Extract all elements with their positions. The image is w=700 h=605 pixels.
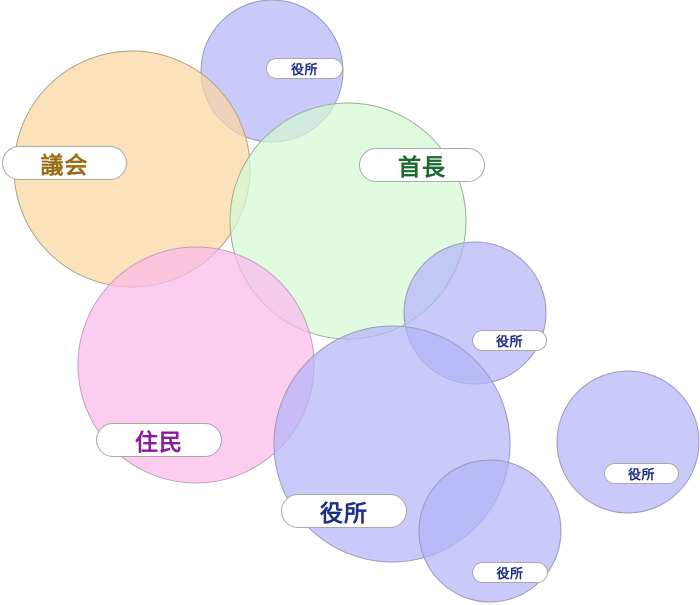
jumin-label: 住民 [96,423,222,457]
yakusho-far-right-label: 役所 [604,463,679,484]
shucho-label: 首長 [359,148,485,182]
yakusho-bottom-label: 役所 [472,562,548,583]
yakusho-top-label: 役所 [266,58,343,79]
yakusho-main-label: 役所 [281,494,407,528]
gikai-label: 議会 [2,146,127,180]
yakusho-mid-right-label: 役所 [472,330,547,351]
yakusho-far-right-circle [556,370,700,514]
